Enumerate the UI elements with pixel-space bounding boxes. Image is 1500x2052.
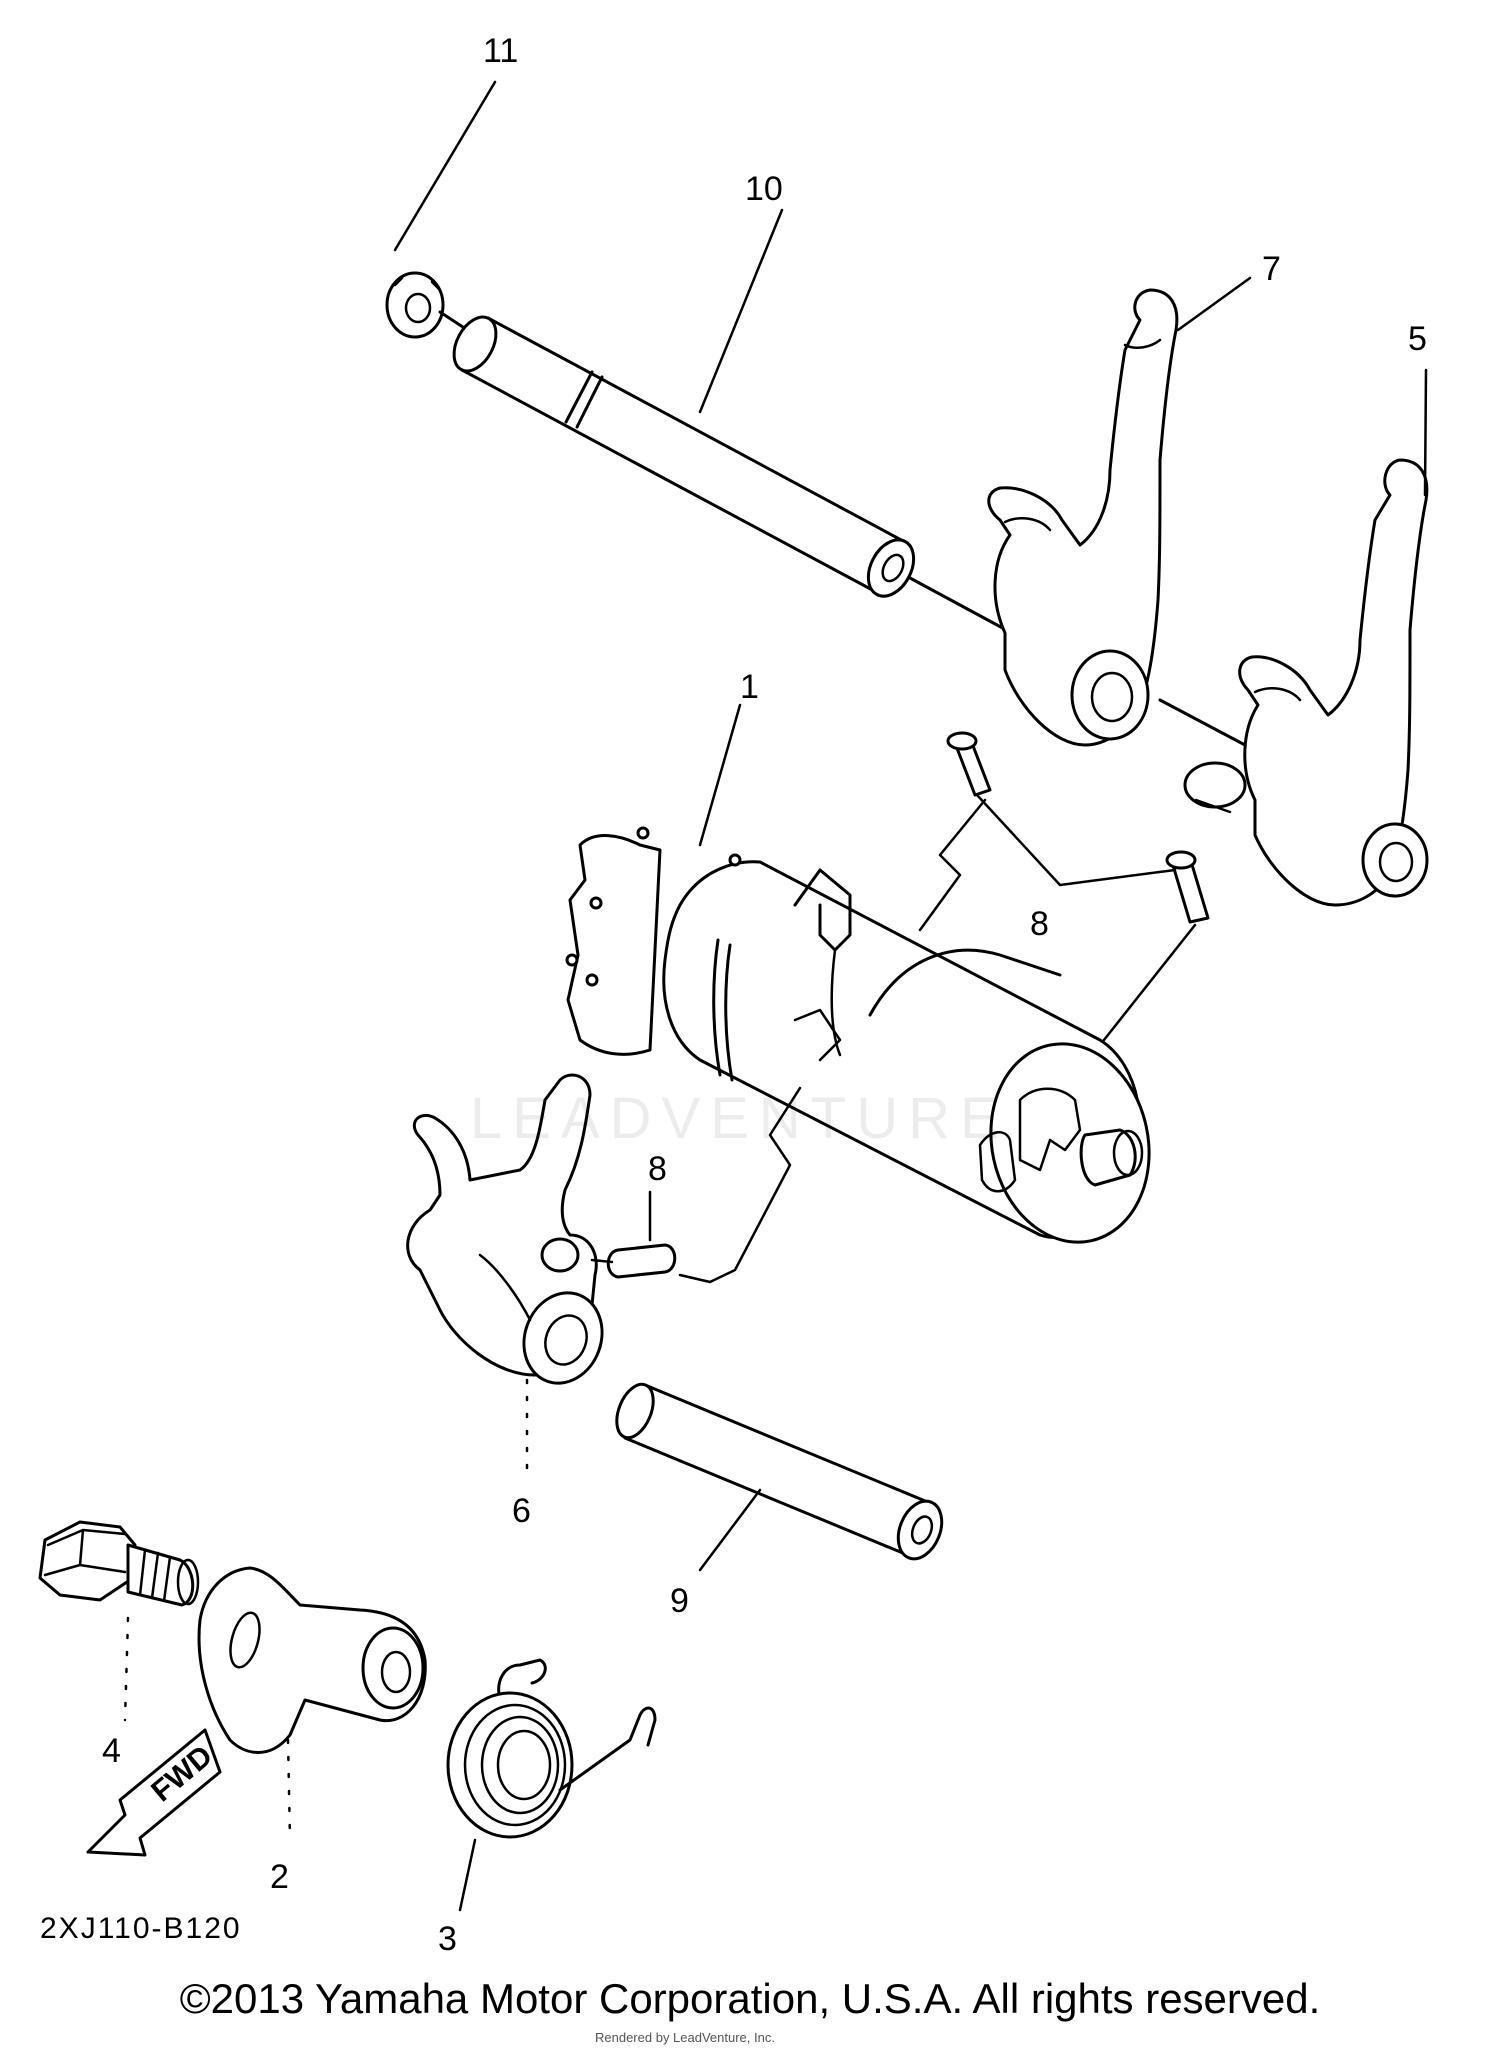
- label-7: 7: [1262, 250, 1281, 288]
- part-7-shift-fork: [987, 276, 1252, 747]
- label-2: 2: [270, 1858, 289, 1896]
- part-1-shift-cam: [565, 703, 1151, 1244]
- label-8-upper: 8: [1030, 905, 1049, 943]
- watermark: LEADVENTURE: [470, 1086, 1009, 1151]
- copyright-footer: ©2013 Yamaha Motor Corporation, U.S.A. A…: [179, 1975, 1321, 2022]
- part-8-guide-pins: [918, 731, 1210, 1047]
- label-11: 11: [483, 32, 518, 70]
- label-1: 1: [740, 668, 759, 706]
- part-number-labels: 11 10 7 5 1 8 8 6 9 4 2 3: [102, 32, 1427, 1958]
- diagram-code: 2XJ110-B120: [40, 1912, 242, 1945]
- label-8-lower: 8: [648, 1150, 667, 1188]
- label-3: 3: [438, 1920, 457, 1958]
- label-5: 5: [1408, 320, 1427, 358]
- part-11-circlip: [385, 80, 497, 339]
- rendered-by-note: Rendered by LeadVenture, Inc.: [595, 2030, 775, 2045]
- part-10-shift-fork-shaft: [452, 208, 1012, 634]
- part-9-shaft: [615, 1382, 944, 1572]
- part-8-lower-pin: [590, 1086, 802, 1284]
- part-2-stopper-lever: [197, 1566, 427, 1842]
- label-6: 6: [512, 1492, 531, 1530]
- part-5-shift-fork: [1183, 368, 1429, 907]
- label-10: 10: [745, 170, 783, 208]
- label-9: 9: [670, 1582, 689, 1620]
- part-3-spring: [446, 1658, 657, 1912]
- label-4: 4: [102, 1732, 121, 1770]
- part-6-shift-fork: [406, 1073, 604, 1482]
- part-4-bolt: [38, 1520, 200, 1722]
